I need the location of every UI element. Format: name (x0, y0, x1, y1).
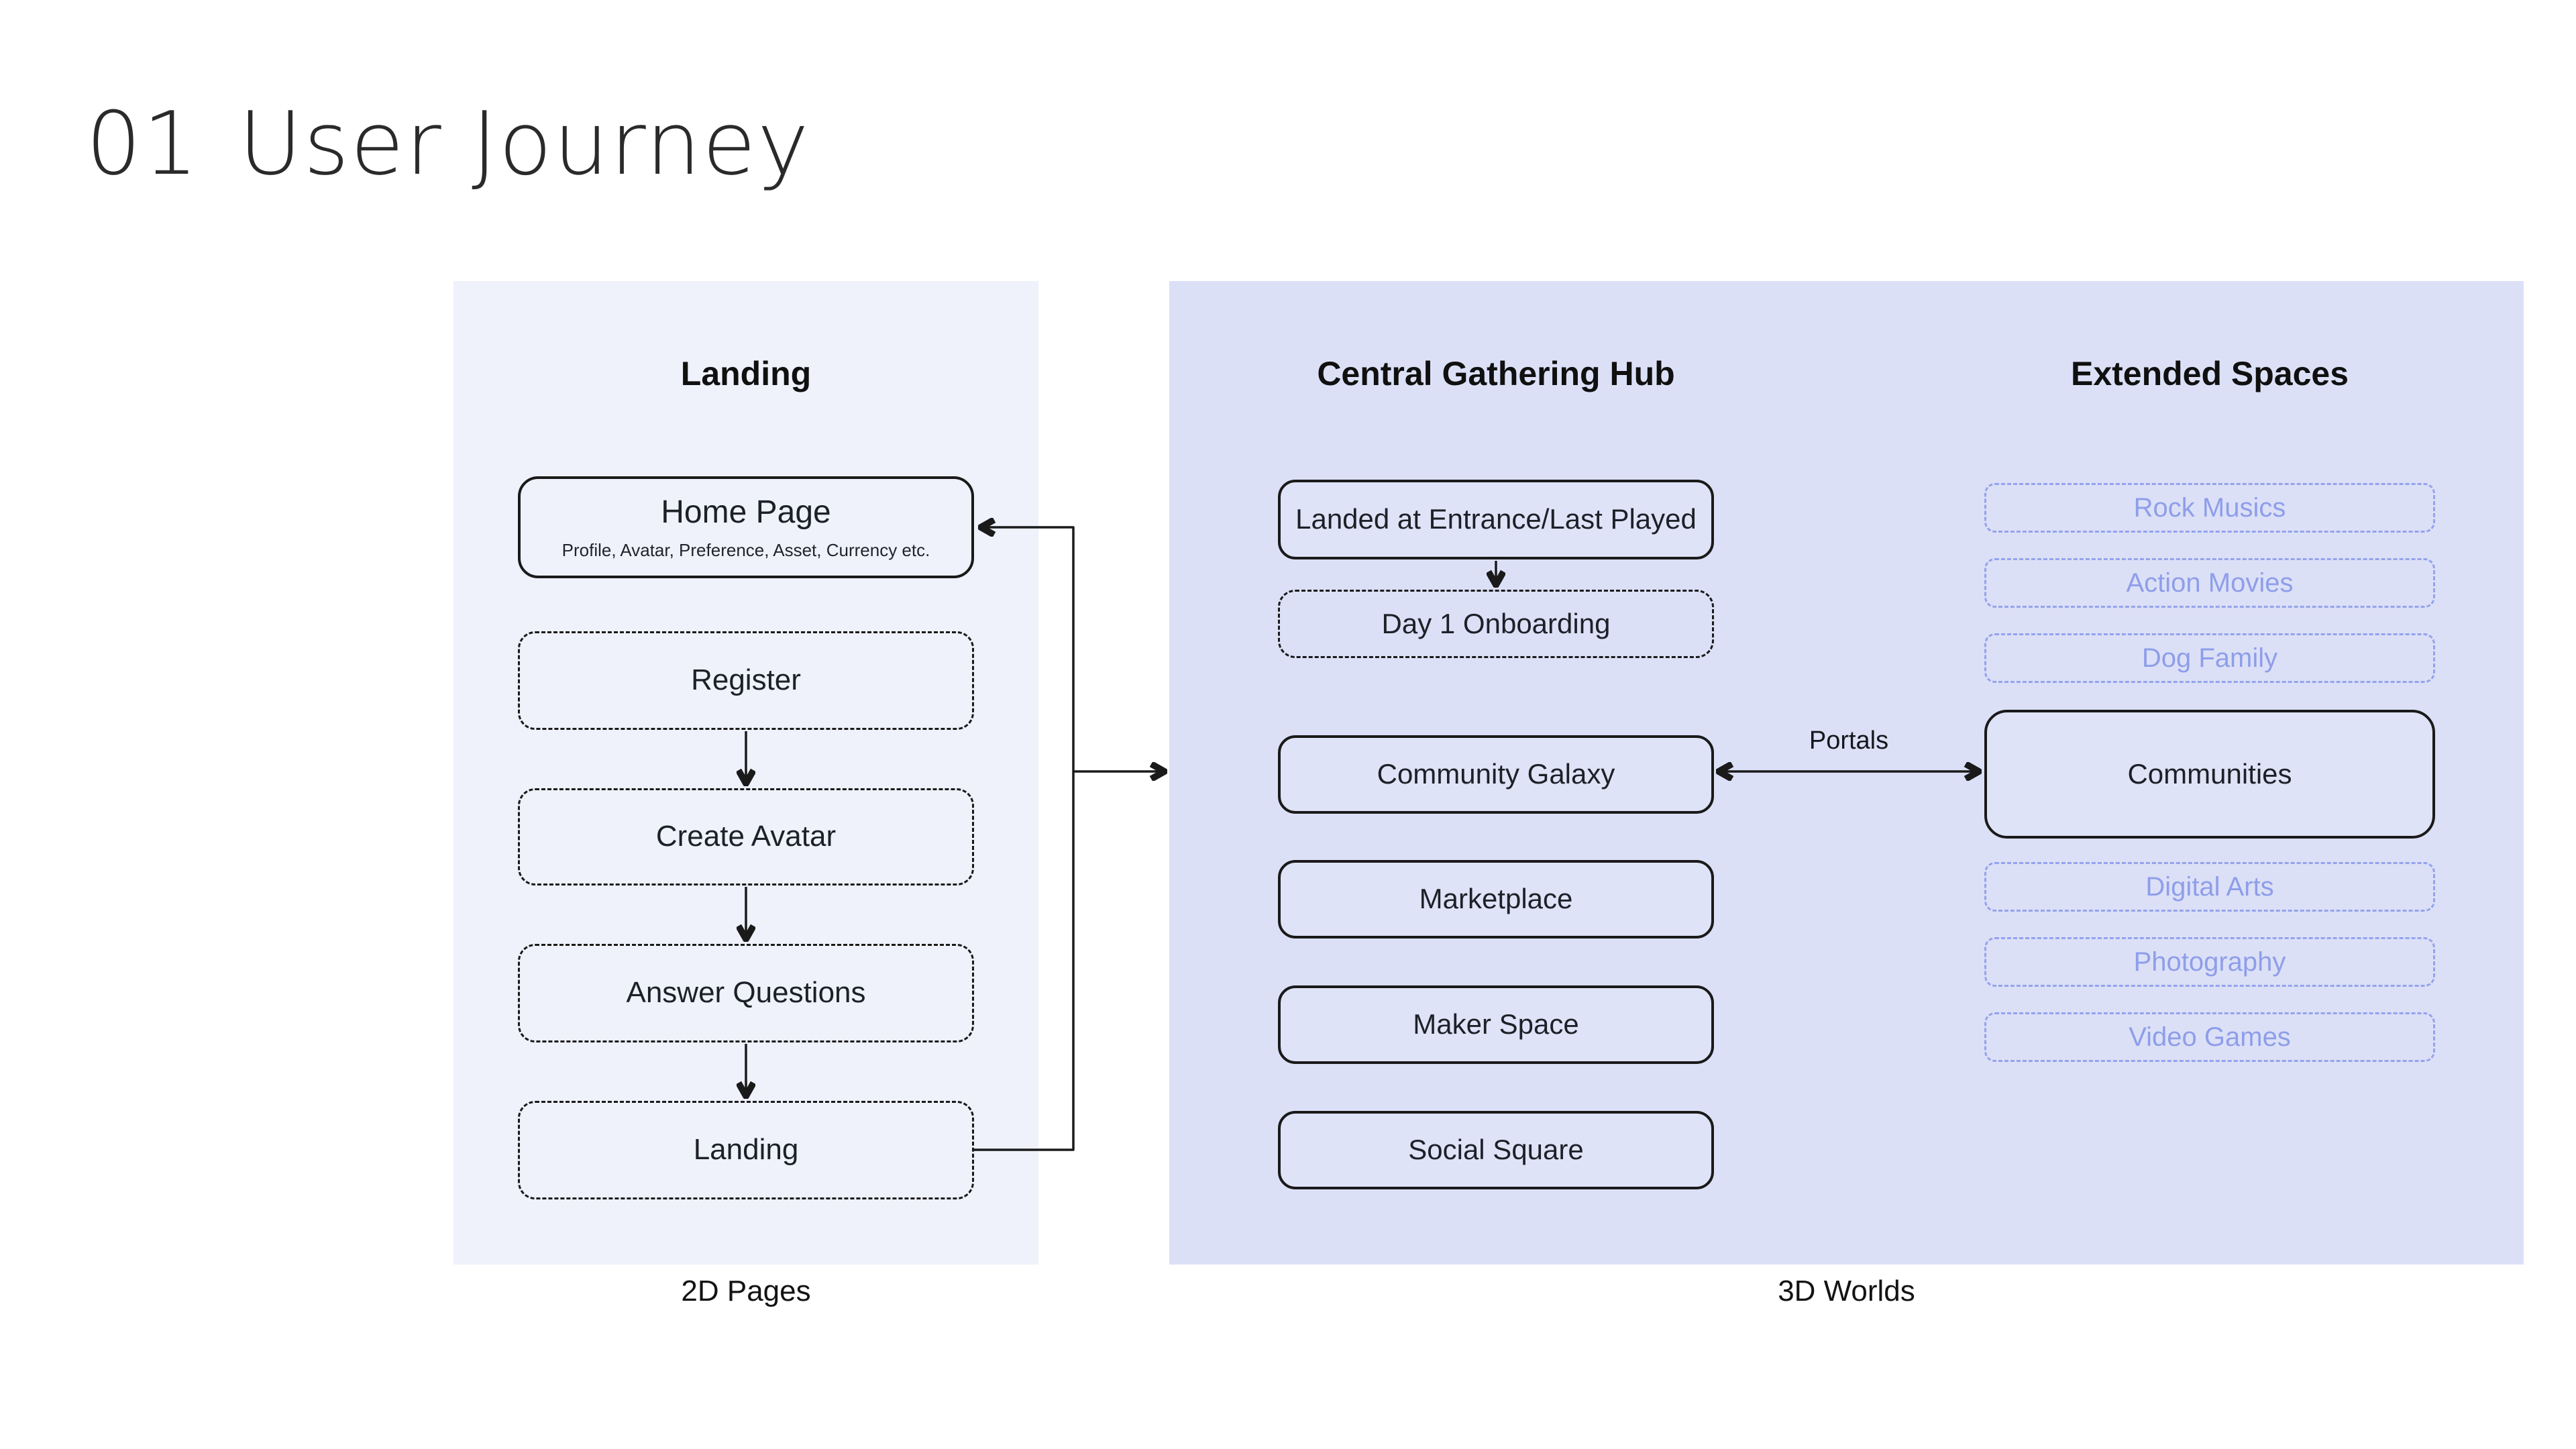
answer-questions-box: Answer Questions (518, 944, 974, 1042)
day1-onboarding-box: Day 1 Onboarding (1278, 590, 1714, 658)
landed-entrance-box: Landed at Entrance/Last Played (1278, 480, 1714, 559)
community-galaxy-box: Community Galaxy (1278, 735, 1714, 814)
create-avatar-box: Create Avatar (518, 788, 974, 885)
landing-label: Landing (693, 1133, 799, 1167)
home-page-label: Home Page (661, 494, 831, 530)
maker-space-label: Maker Space (1413, 1008, 1579, 1040)
footer-3d-worlds: 3D Worlds (1778, 1275, 1915, 1307)
register-label: Register (691, 663, 801, 697)
footer-2d-pages: 2D Pages (681, 1275, 811, 1307)
landing-column-header: Landing (680, 355, 812, 392)
page-title: 01 User Journey (86, 93, 810, 195)
photography-label: Photography (2133, 947, 2286, 977)
day1-onboarding-label: Day 1 Onboarding (1381, 607, 1611, 639)
communities-label: Communities (2127, 757, 2292, 790)
video-games-box: Video Games (1984, 1012, 2435, 1062)
portals-label: Portals (1809, 727, 1889, 755)
title-text: User Journey (238, 93, 810, 195)
landing-box: Landing (518, 1101, 974, 1199)
video-games-label: Video Games (2129, 1022, 2291, 1052)
hub-column-header: Central Gathering Hub (1317, 355, 1675, 392)
home-page-box: Home Page Profile, Avatar, Preference, A… (518, 476, 974, 578)
dog-family-box: Dog Family (1984, 633, 2435, 683)
maker-space-box: Maker Space (1278, 985, 1714, 1064)
dog-family-label: Dog Family (2141, 643, 2278, 673)
digital-arts-label: Digital Arts (2145, 872, 2274, 902)
register-box: Register (518, 631, 974, 730)
marketplace-box: Marketplace (1278, 860, 1714, 938)
action-movies-box: Action Movies (1984, 558, 2435, 608)
rock-musics-label: Rock Musics (2133, 493, 2286, 523)
communities-box: Communities (1984, 710, 2435, 839)
create-avatar-label: Create Avatar (655, 820, 837, 853)
rock-musics-box: Rock Musics (1984, 483, 2435, 533)
title-number: 01 (86, 93, 200, 195)
action-movies-label: Action Movies (2126, 568, 2294, 598)
answer-questions-label: Answer Questions (626, 976, 866, 1010)
home-page-subtitle: Profile, Avatar, Preference, Asset, Curr… (561, 540, 930, 561)
photography-box: Photography (1984, 937, 2435, 987)
digital-arts-box: Digital Arts (1984, 862, 2435, 912)
marketplace-label: Marketplace (1419, 883, 1573, 915)
landed-entrance-label: Landed at Entrance/Last Played (1295, 503, 1697, 535)
social-square-box: Social Square (1278, 1111, 1714, 1189)
social-square-label: Social Square (1408, 1134, 1584, 1166)
community-galaxy-label: Community Galaxy (1377, 758, 1615, 790)
extended-column-header: Extended Spaces (2070, 355, 2349, 392)
